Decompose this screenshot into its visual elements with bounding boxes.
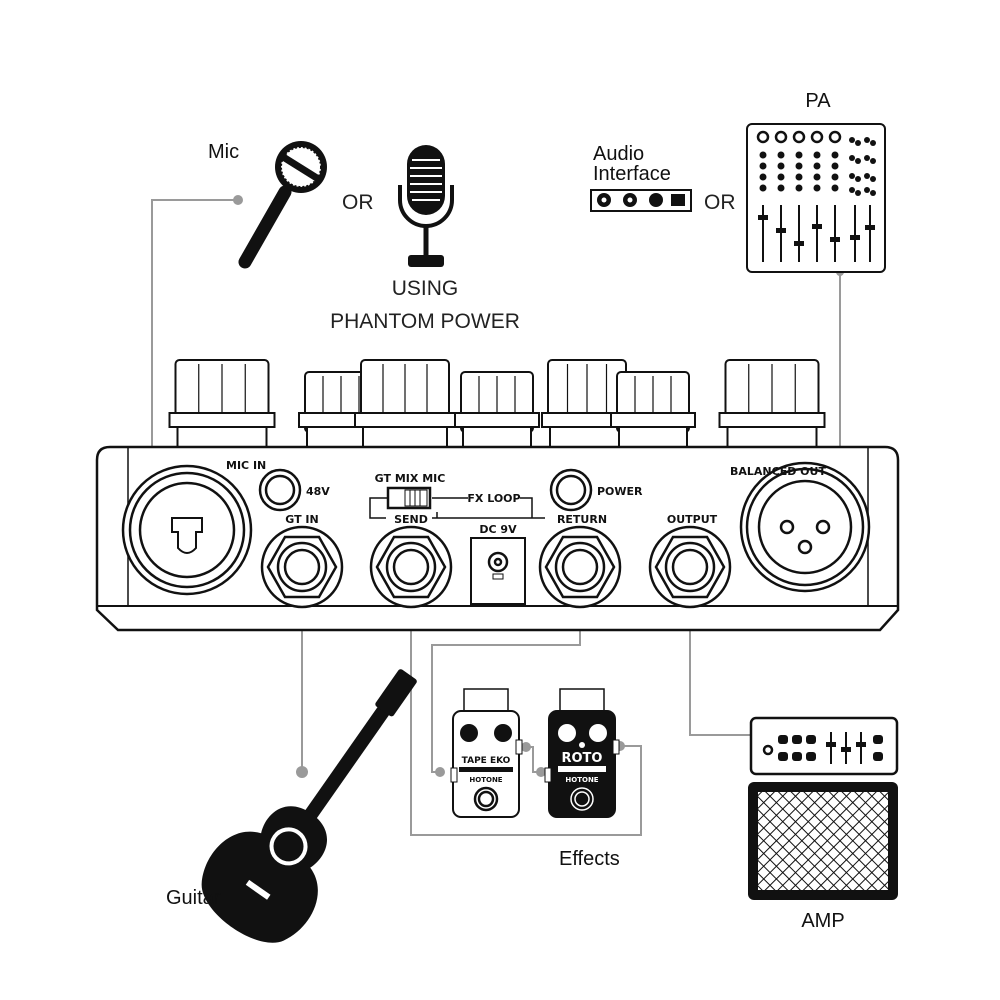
wire-send xyxy=(410,583,642,836)
mic-in-combo-jack[interactable] xyxy=(121,464,253,596)
amp-icon xyxy=(748,716,899,900)
wire-dot xyxy=(521,742,531,752)
effects-label: Effects xyxy=(559,848,620,870)
pa-mixer-icon xyxy=(746,123,886,273)
wire-mic xyxy=(151,199,238,540)
control-knob[interactable] xyxy=(354,359,456,448)
dc-9v-jack[interactable] xyxy=(470,537,526,605)
return-label: RETURN xyxy=(557,513,607,526)
balanced-out-xlr-jack[interactable] xyxy=(739,461,871,593)
audio-interface-label-line2: Interface xyxy=(593,163,671,185)
audio-interface-icon xyxy=(590,189,692,212)
condenser-mic-icon xyxy=(398,145,454,267)
roto-name: ROTO xyxy=(562,751,603,766)
fx-loop-bracket xyxy=(369,497,545,519)
control-knob[interactable] xyxy=(541,359,633,448)
gt-in-label: GT IN xyxy=(285,513,318,526)
wire-dot xyxy=(536,767,546,777)
balanced-out-label: BALANCED OUT xyxy=(730,465,826,478)
handheld-mic-icon xyxy=(238,141,327,269)
control-knob[interactable] xyxy=(610,371,696,448)
tape-eko-pedal: TAPE EKO HOTONE xyxy=(450,688,523,818)
amp-label: AMP xyxy=(801,910,844,932)
tape-eko-name: TAPE EKO xyxy=(462,756,511,766)
control-knob[interactable] xyxy=(454,371,540,448)
control-knob[interactable] xyxy=(168,359,276,448)
power-label: POWER xyxy=(597,485,643,498)
roto-brand: HOTONE xyxy=(565,776,598,784)
roto-pedal: ROTO HOTONE xyxy=(544,688,620,818)
output-label: OUTPUT xyxy=(667,513,718,526)
phantom-label-line1: USING xyxy=(392,277,459,300)
return-jack[interactable] xyxy=(538,525,622,609)
wire-dot xyxy=(233,195,243,205)
audio-interface-label-line1: Audio xyxy=(593,143,644,165)
tape-eko-brand: HOTONE xyxy=(469,776,502,784)
send-jack[interactable] xyxy=(369,525,453,609)
mic-label: Mic xyxy=(208,141,239,163)
switch-label: GT MIX MIC xyxy=(375,472,446,485)
48v-label: 48V xyxy=(306,485,330,498)
mic-in-label: MIC IN xyxy=(226,459,266,472)
wire-dot xyxy=(435,767,445,777)
gt-in-jack[interactable] xyxy=(260,525,344,609)
control-knob[interactable] xyxy=(718,359,826,448)
device-knobs xyxy=(168,359,826,448)
phantom-label-line2: PHANTOM POWER xyxy=(330,310,520,333)
power-button-cap[interactable] xyxy=(555,474,587,506)
device-rear-panel: MIC IN 48V GT IN GT MIX MIC FX LOOP SEND… xyxy=(95,445,900,632)
output-jack[interactable] xyxy=(648,525,732,609)
guitar-icon xyxy=(201,669,417,943)
dc-9v-label: DC 9V xyxy=(479,523,517,536)
wire-dot xyxy=(296,766,308,778)
pa-label: PA xyxy=(805,90,831,112)
fx-loop-label: FX LOOP xyxy=(467,492,520,505)
wire-amp xyxy=(689,583,755,736)
or-label: OR xyxy=(342,191,374,214)
guitar-label: Guitar xyxy=(166,887,221,909)
or-label: OR xyxy=(704,191,736,214)
48v-button-cap[interactable] xyxy=(264,474,296,506)
send-label: SEND xyxy=(394,513,428,526)
gt-mix-mic-switch[interactable] xyxy=(386,486,432,510)
